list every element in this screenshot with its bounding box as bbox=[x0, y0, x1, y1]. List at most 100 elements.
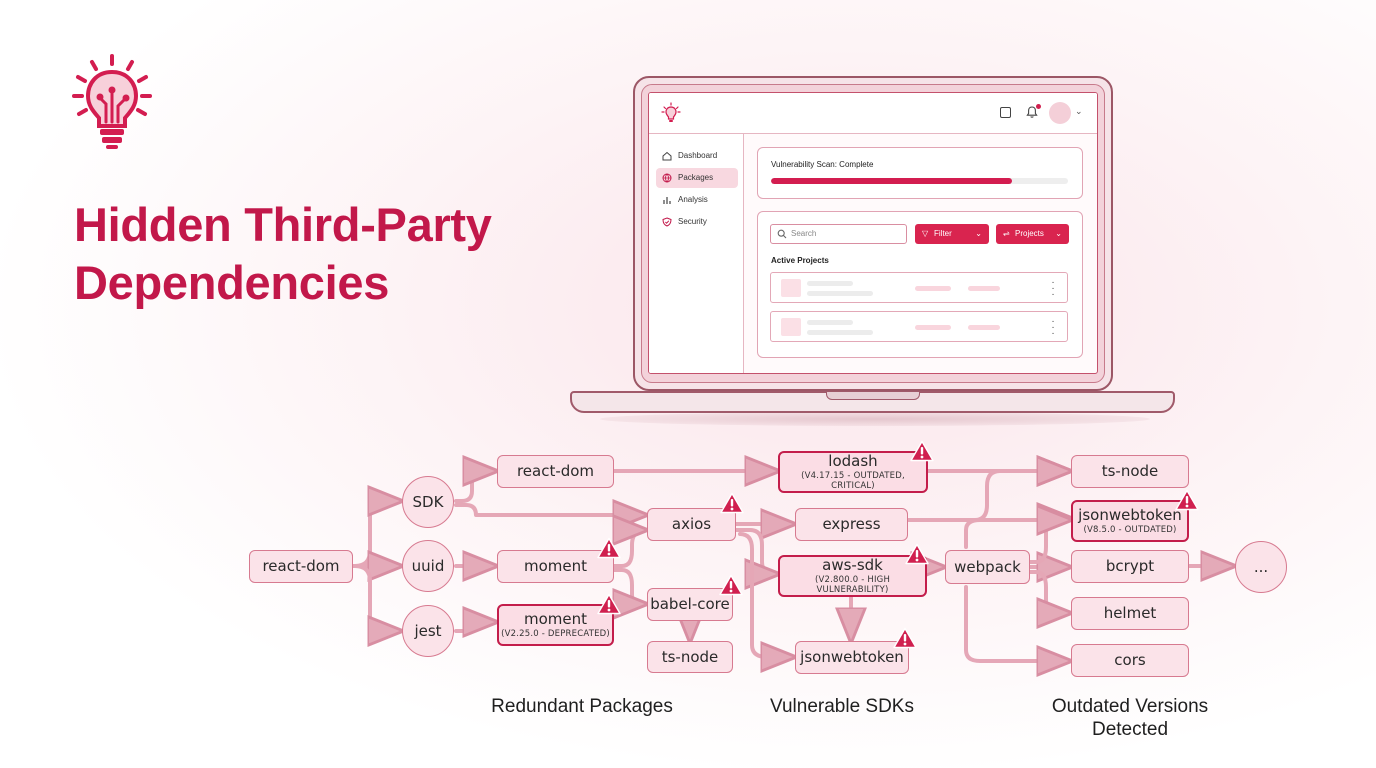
sliders-icon: ⇌ bbox=[1003, 229, 1010, 238]
projects-card: Search ▽ Filter ⌄ ⇌ Projects ⌄ Active Pr… bbox=[757, 211, 1083, 358]
project-row[interactable]: ··· bbox=[770, 311, 1068, 342]
sidebar-item-dashboard[interactable]: Dashboard bbox=[656, 146, 738, 166]
node-express[interactable]: express bbox=[795, 508, 908, 541]
node-label: axios bbox=[671, 515, 712, 534]
node-axios[interactable]: axios bbox=[647, 508, 736, 541]
notification-dot bbox=[1036, 104, 1041, 109]
node-version-note: (V4.17.15 - OUTDATED, CRITICAL) bbox=[801, 471, 905, 491]
scan-title: Vulnerability Scan: Complete bbox=[771, 160, 874, 169]
sidebar-item-label: Analysis bbox=[678, 195, 708, 204]
active-projects-label: Active Projects bbox=[771, 256, 829, 265]
edge bbox=[612, 568, 645, 604]
node-cors[interactable]: cors bbox=[1071, 644, 1189, 677]
node-label: aws-sdk bbox=[822, 555, 883, 574]
node-react-dom-root[interactable]: react-dom bbox=[249, 550, 353, 583]
app-sidebar: Dashboard Packages Analysis Security bbox=[649, 134, 744, 373]
node-lodash[interactable]: lodash (V4.17.15 - OUTDATED, CRITICAL) bbox=[778, 451, 928, 493]
filter-label: Filter bbox=[934, 229, 952, 238]
node-jsonwebtoken-outdated[interactable]: jsonwebtoken (V8.5.0 - OUTDATED) bbox=[1071, 500, 1189, 542]
lightbulb-circuit-icon bbox=[72, 54, 152, 149]
sidebar-item-packages[interactable]: Packages bbox=[656, 168, 738, 188]
node-label: jsonwebtoken bbox=[800, 648, 904, 667]
laptop-notch bbox=[826, 392, 920, 400]
node-more[interactable]: ... bbox=[1235, 541, 1287, 593]
search-placeholder: Search bbox=[791, 229, 817, 238]
globe-icon bbox=[662, 173, 672, 183]
caption-redundant-packages: Redundant Packages bbox=[491, 696, 673, 717]
warning-triangle-icon bbox=[720, 492, 744, 514]
node-label: react-dom bbox=[262, 557, 340, 576]
node-label: helmet bbox=[1103, 604, 1157, 623]
projects-button[interactable]: ⇌ Projects ⌄ bbox=[996, 224, 1069, 244]
scan-progress-bar bbox=[771, 178, 1068, 184]
node-ts-node-right[interactable]: ts-node bbox=[1071, 455, 1189, 488]
filter-button[interactable]: ▽ Filter ⌄ bbox=[915, 224, 989, 244]
node-uuid[interactable]: uuid bbox=[402, 540, 454, 592]
bell-icon[interactable] bbox=[1025, 105, 1039, 119]
sidebar-item-label: Dashboard bbox=[678, 151, 718, 160]
node-label: ts-node bbox=[661, 647, 719, 666]
tag-placeholder bbox=[915, 286, 951, 291]
edge bbox=[454, 622, 495, 631]
more-options-icon[interactable]: ··· bbox=[1051, 277, 1055, 300]
warning-triangle-icon bbox=[1175, 489, 1199, 511]
node-ts-node-mid[interactable]: ts-node bbox=[647, 641, 733, 673]
edge bbox=[1028, 518, 1069, 564]
node-label: bcrypt bbox=[1105, 557, 1155, 576]
sidebar-item-label: Packages bbox=[678, 173, 714, 182]
scan-progress-fill bbox=[771, 178, 1012, 184]
avatar[interactable] bbox=[1049, 102, 1071, 124]
text-placeholder bbox=[807, 291, 873, 296]
node-label: uuid bbox=[411, 556, 445, 575]
edge bbox=[612, 530, 645, 568]
node-label: lodash bbox=[828, 451, 878, 470]
warning-triangle-icon bbox=[910, 440, 934, 462]
node-moment[interactable]: moment bbox=[497, 550, 614, 583]
edge bbox=[964, 585, 1069, 661]
node-label: jsonwebtoken bbox=[1078, 505, 1182, 524]
node-moment-deprecated[interactable]: moment (V2.25.0 - DEPRECATED) bbox=[497, 604, 614, 646]
project-row[interactable]: ··· bbox=[770, 272, 1068, 303]
node-babel-core[interactable]: babel-core bbox=[647, 588, 733, 621]
edge bbox=[738, 532, 793, 657]
edge bbox=[964, 520, 1069, 549]
search-input[interactable]: Search bbox=[770, 224, 907, 244]
chevron-down-icon: ⌄ bbox=[975, 229, 982, 238]
node-aws-sdk[interactable]: aws-sdk (V2.800.0 - HIGH VULNERABILITY) bbox=[778, 555, 927, 597]
laptop-screen: ⌄ Dashboard Packages Analysis Security V… bbox=[648, 92, 1098, 374]
caption-outdated-versions: Outdated Versions Detected bbox=[1051, 696, 1209, 740]
edge bbox=[454, 505, 645, 515]
node-version-note: (V2.25.0 - DEPRECATED) bbox=[501, 629, 610, 640]
node-jest[interactable]: jest bbox=[402, 605, 454, 657]
node-label: cors bbox=[1114, 651, 1146, 670]
warning-triangle-icon bbox=[597, 593, 621, 615]
home-icon bbox=[662, 151, 672, 161]
bar-chart-icon bbox=[663, 197, 671, 204]
node-jsonwebtoken-mid[interactable]: jsonwebtoken bbox=[795, 641, 909, 674]
search-icon bbox=[777, 229, 787, 239]
project-thumbnail bbox=[781, 279, 801, 297]
chevron-down-icon[interactable]: ⌄ bbox=[1075, 106, 1083, 116]
tag-placeholder bbox=[915, 325, 951, 330]
node-sdk[interactable]: SDK bbox=[402, 476, 454, 528]
node-webpack[interactable]: webpack bbox=[945, 550, 1030, 584]
node-label: ... bbox=[1253, 557, 1269, 576]
node-bcrypt[interactable]: bcrypt bbox=[1071, 550, 1189, 583]
calendar-icon[interactable] bbox=[1000, 107, 1011, 118]
node-label: babel-core bbox=[650, 595, 730, 614]
filter-icon: ▽ bbox=[922, 229, 929, 238]
sidebar-item-analysis[interactable]: Analysis bbox=[656, 190, 738, 210]
caption-vulnerable-sdks: Vulnerable SDKs bbox=[770, 696, 914, 717]
edge bbox=[906, 471, 1069, 522]
node-label: moment bbox=[523, 557, 588, 576]
chevron-down-icon: ⌄ bbox=[1055, 229, 1062, 238]
title-line-2: Dependencies bbox=[74, 256, 390, 309]
tag-placeholder bbox=[968, 286, 1000, 291]
node-react-dom[interactable]: react-dom bbox=[497, 455, 614, 488]
more-options-icon[interactable]: ··· bbox=[1051, 316, 1055, 339]
node-helmet[interactable]: helmet bbox=[1071, 597, 1189, 630]
sidebar-item-security[interactable]: Security bbox=[656, 212, 738, 232]
page-title: Hidden Third-Party Dependencies bbox=[74, 196, 492, 312]
